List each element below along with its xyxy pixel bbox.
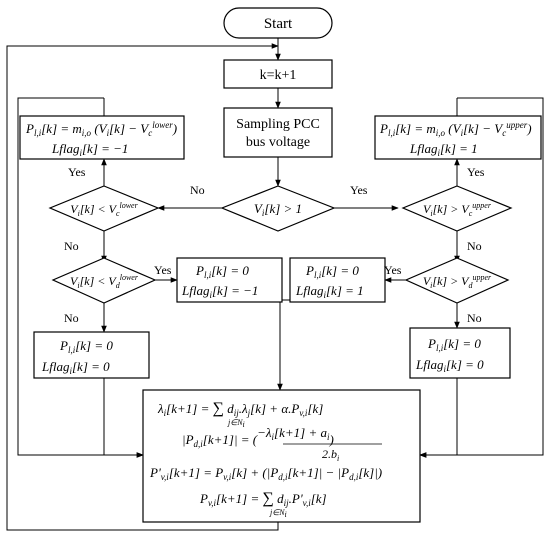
- label-yes-upper: Yes: [467, 165, 485, 179]
- label-no-lower-d: No: [64, 311, 79, 325]
- label-no-lower: No: [64, 239, 79, 253]
- bottom-right-box: Pl,i[k] = 0 Lflagi[k] = 0: [409, 327, 511, 379]
- mid-right-box: Pl,i[k] = 0 Lflagi[k] = 1: [289, 257, 386, 303]
- sampling-line2: bus voltage: [246, 135, 310, 150]
- increment-label: k=k+1: [260, 68, 297, 83]
- label-no-upper: No: [467, 239, 482, 253]
- svg-text:λi[k+1] = ∑ dij.λj[k] + α.Pv,i: λi[k+1] = ∑ dij.λj[k] + α.Pv,i[k]: [157, 400, 323, 418]
- svg-text:2.bi: 2.bi: [322, 447, 339, 463]
- svg-text:Lflagi[k] = 0: Lflagi[k] = 0: [41, 359, 110, 376]
- label-no-upper-d: No: [467, 311, 482, 325]
- svg-text:Lflagi[k] = 1: Lflagi[k] = 1: [295, 283, 364, 300]
- svg-text:j∈Ni: j∈Ni: [269, 508, 287, 519]
- increment-process: k=k+1: [223, 59, 333, 89]
- connector-lines: [6, 38, 544, 531]
- main-decision: Vi[k] > 1: [220, 185, 336, 232]
- svg-text:Lflagi[k] = −1: Lflagi[k] = −1: [51, 141, 128, 158]
- svg-text:Pl,i[k] = 0: Pl,i[k] = 0: [427, 336, 481, 353]
- left-top-box: Pl,i[k] = mi,o (Vi[k] − Vclower) Lflagi[…: [19, 115, 185, 160]
- lower-d-check-decision: Vi[k] < Vdlower: [51, 257, 157, 304]
- start-terminal: Start: [223, 7, 333, 39]
- label-no-main: No: [190, 183, 205, 197]
- svg-text:|Pd,i[k+1]| = (−λi[k+1] + ai): |Pd,i[k+1]| = (−λi[k+1] + ai): [182, 425, 334, 449]
- svg-text:Pl,i[k] = 0: Pl,i[k] = 0: [195, 263, 249, 280]
- label-yes-main: Yes: [350, 183, 368, 197]
- sampling-process: Sampling PCC bus voltage: [223, 107, 333, 158]
- svg-text:Lflagi[k] = 0: Lflagi[k] = 0: [415, 357, 484, 374]
- mid-left-box: Pl,i[k] = 0 Lflagi[k] = −1: [176, 257, 283, 303]
- upper-d-check-decision: Vi[k] > Vdupper: [404, 257, 510, 304]
- label-yes-lower-d: Yes: [154, 263, 172, 277]
- svg-text:Pl,i[k] = mi,o (Vi[k] − Vclowe: Pl,i[k] = mi,o (Vi[k] − Vclower): [25, 120, 177, 138]
- svg-text:Vi[k] > 1: Vi[k] > 1: [254, 201, 302, 218]
- label-yes-upper-d: Yes: [384, 263, 402, 277]
- svg-text:Pl,i[k] = mi,o (Vi[k] − Vcuppe: Pl,i[k] = mi,o (Vi[k] − Vcupper): [379, 120, 532, 138]
- label-yes-lower: Yes: [68, 165, 86, 179]
- svg-text:Lflagi[k] = 1: Lflagi[k] = 1: [409, 141, 478, 158]
- svg-text:Pv,i[k+1] = ∑ dij.P'v,i[k]: Pv,i[k+1] = ∑ dij.P'v,i[k]: [199, 490, 327, 508]
- svg-text:Pl,i[k] = 0: Pl,i[k] = 0: [59, 338, 113, 355]
- svg-text:j∈Ni: j∈Ni: [227, 418, 245, 429]
- start-label: Start: [264, 16, 293, 32]
- sampling-line1: Sampling PCC: [236, 117, 320, 132]
- upper-check-decision: Vi[k] > Vcupper: [401, 185, 513, 232]
- lower-check-decision: Vi[k] < Vclower: [48, 185, 160, 232]
- branch-labels: No Yes Yes No Yes No Yes No Yes No: [64, 165, 485, 325]
- svg-text:Pl,i[k] = 0: Pl,i[k] = 0: [305, 263, 359, 280]
- svg-text:P'v,i[k+1] = Pv,i[k] + (|Pd,i[: P'v,i[k+1] = Pv,i[k] + (|Pd,i[k+1]| − |P…: [149, 465, 382, 482]
- svg-text:Lflagi[k] = −1: Lflagi[k] = −1: [181, 283, 258, 300]
- bottom-left-box: Pl,i[k] = 0 Lflagi[k] = 0: [33, 331, 150, 379]
- update-block: λi[k+1] = ∑ dij.λj[k] + α.Pv,i[k] j∈Ni |…: [142, 389, 421, 523]
- right-top-box: Pl,i[k] = mi,o (Vi[k] − Vcupper) Lflagi[…: [374, 115, 542, 160]
